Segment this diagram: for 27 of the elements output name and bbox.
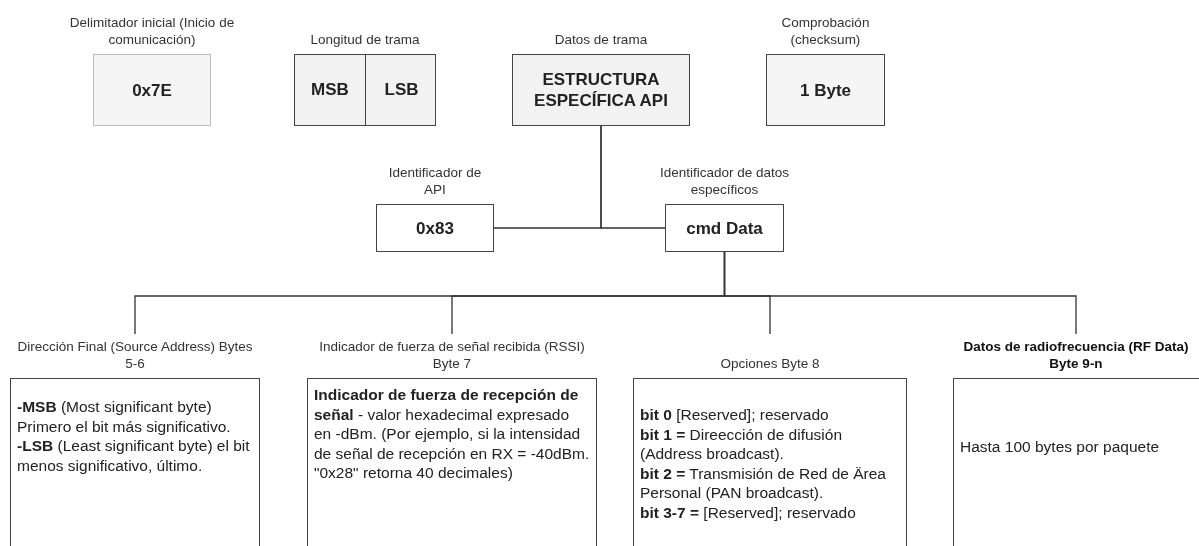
description-text: -MSB (Most significant byte) Primero el bit más significativo.	[17, 397, 232, 436]
field-caption: Indicador de fuerza de señal recibida (RSSI) Byte 7	[318, 338, 586, 372]
field-caption: Delimitador inicial (Inicio de comunicación)	[68, 14, 236, 48]
field-caption: Identificador de API	[387, 164, 483, 198]
byte-cell: LSB	[366, 55, 437, 125]
field-caption: Opciones Byte 8	[720, 355, 820, 372]
value-box: 1 Byte	[766, 54, 885, 126]
byte-cell: MSB	[295, 55, 366, 125]
value-box: ESTRUCTURA ESPECÍFICA API	[512, 54, 690, 126]
field-caption: Comprobación (checksum)	[780, 14, 871, 48]
value-box: cmd Data	[665, 204, 784, 252]
description-text: Hasta 100 bytes por paquete	[960, 437, 1161, 457]
field-caption: Longitud de trama	[310, 31, 420, 48]
description-text: bit 3-7 = [Reserved]; reservado	[640, 502, 857, 522]
description-text: bit 2 = Transmisión de Red de Ärea Personal (PAN broadcast).	[640, 463, 887, 503]
field-caption: Datos de trama	[554, 31, 648, 48]
field-caption: Datos de radiofrecuencia (RF Data) Byte 9-n	[962, 338, 1190, 372]
connector-line	[600, 125, 666, 229]
description-text: bit 0 [Reserved]; reservado	[640, 405, 830, 425]
description-text: bit 1 = Direección de difusión (Address broadcast).	[640, 424, 844, 464]
value-box: 0x83	[376, 204, 494, 252]
field-caption: Dirección Final (Source Address) Bytes 5-6	[16, 338, 254, 372]
description-text: Indicador de fuerza de recepción de señal - valor hexadecimal expresado en -dBm. (Por ejemplo, si la intensidad de señal de recepción en RX = -40dBm. "0x28" retorna 40 decimales)	[314, 385, 590, 483]
connector-line	[723, 251, 1077, 335]
value-box: 0x7E	[93, 54, 211, 126]
field-caption: Identificador de datos específicos	[659, 164, 790, 198]
description-text: -LSB (Least significant byte) el bit menos significativo, último.	[17, 436, 251, 475]
